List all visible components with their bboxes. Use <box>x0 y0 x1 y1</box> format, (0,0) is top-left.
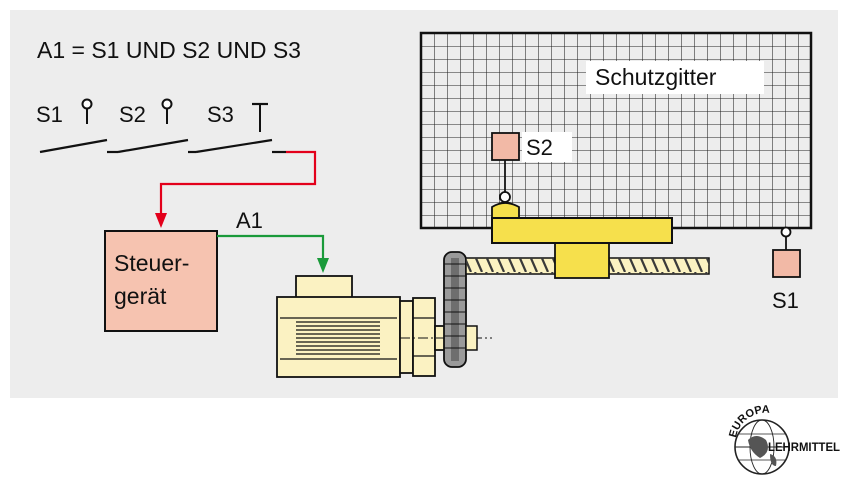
switch-s2-roller-icon <box>161 98 173 110</box>
sensor-s1-roller-icon <box>780 226 792 238</box>
controller-label-line2: gerät <box>114 283 167 309</box>
grid-label: Schutzgitter <box>595 64 717 90</box>
controller-label-line1: Steuer- <box>114 250 189 276</box>
sensor-s1: S1 <box>772 226 801 313</box>
lead-screw <box>465 242 710 279</box>
logic-equation: A1 = S1 UND S2 UND S3 <box>37 37 301 63</box>
carriage <box>491 202 673 244</box>
switch-s1-label: S1 <box>36 102 63 127</box>
sensor-s1-label: S1 <box>772 288 799 313</box>
switch-s3-label: S3 <box>207 102 234 127</box>
green-signal-line <box>217 234 325 260</box>
sensor-s2-label: S2 <box>526 135 553 160</box>
output-signal-label: A1 <box>236 208 263 233</box>
sensor-s2-box <box>491 132 520 161</box>
belt-drive <box>443 251 478 368</box>
green-arrow-icon <box>317 258 329 273</box>
switch-s1: S1 <box>36 98 108 154</box>
sensor-s2: S2 <box>491 132 572 203</box>
europa-lehrmittel-logo: EUROPA LEHRMITTEL <box>727 404 840 475</box>
controller-box <box>104 230 218 332</box>
sensor-s2-roller-icon <box>499 191 511 203</box>
protective-grid: Schutzgitter <box>419 31 813 230</box>
switch-s2-label: S2 <box>119 102 146 127</box>
switch-s1-roller-icon <box>81 98 93 110</box>
red-arrow-icon <box>155 213 167 228</box>
switch-s2: S2 <box>117 98 189 154</box>
sensor-s1-box <box>772 249 801 278</box>
motor <box>276 275 492 378</box>
red-signal-line <box>159 150 317 215</box>
logo-text-lehrmittel: LEHRMITTEL <box>768 440 840 454</box>
switch-s3: S3 <box>195 102 273 154</box>
